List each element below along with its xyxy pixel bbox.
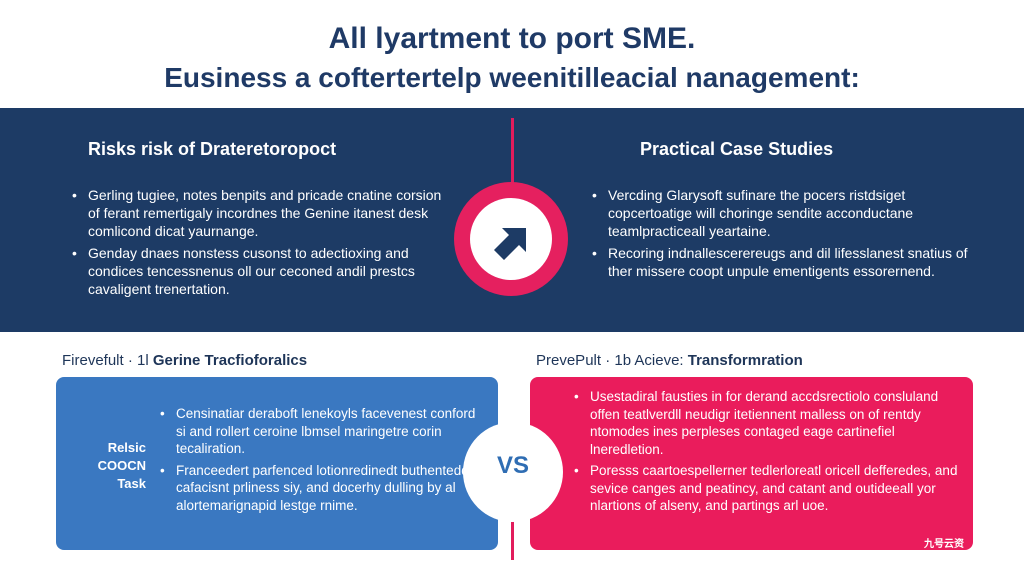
card-right-bullet: Poresss caartoespellerner tedlerloreatl … — [570, 462, 960, 515]
watermark: 九号云资 — [924, 539, 964, 550]
section-label-left-bold: Gerine Tracfioforalics — [152, 352, 308, 369]
vs-badge — [463, 422, 563, 522]
center-divider-top — [511, 118, 514, 186]
band-heading-risks: Risks risk of Drateretoropoct — [88, 139, 337, 159]
section-label-right-bold: Transformration — [687, 352, 803, 369]
side-label: Task — [117, 476, 146, 491]
band-left-bullet-list: Gerling tugiee, notes benpits and pricad… — [68, 186, 448, 302]
center-badge — [470, 198, 552, 280]
side-label: Relsic — [107, 440, 146, 455]
side-label: COOCN — [97, 458, 146, 473]
page-title-line-1: All lyartment to port SME. — [328, 22, 696, 55]
band-left-bullet: Gerling tugiee, notes benpits and pricad… — [68, 186, 448, 240]
section-label-right: PrevePult · 1b Acieve: Transformration — [536, 352, 803, 369]
card-left-bullet: Censinatiar deraboft lenekoyls facevenes… — [156, 405, 476, 458]
page-title-line-2: Eusiness a coftertertelp weenitilleacial… — [164, 62, 860, 93]
card-left-side-labels: Relsic COOCN Task — [84, 439, 146, 493]
card-right-bullet: Usestadiral fausties in for derand accds… — [570, 388, 960, 458]
arrow-up-right-icon — [494, 228, 526, 260]
band-heading-case-studies: Practical Case Studies — [640, 139, 834, 159]
center-divider-bottom — [511, 504, 514, 560]
card-left-bullet-list: Censinatiar deraboft lenekoyls facevenes… — [156, 405, 476, 518]
band-right-bullet-list: Vercding Glarysoft sufinare the pocers r… — [588, 186, 968, 284]
section-label-left: Firevefult · 1l Gerine Tracfioforalics — [62, 352, 307, 369]
section-label-left-prefix: Firevefult · 1l — [62, 352, 149, 369]
card-left-bullet: Franceedert parfenced lotionredinedt but… — [156, 462, 476, 515]
band-right-bullet: Recoring indnallescerereugs and dil life… — [588, 244, 968, 280]
band-left-bullet: Genday dnaes nonstess cusonst to adectio… — [68, 244, 448, 298]
title-area: All lyartment to port SME. Eusiness a co… — [0, 0, 1024, 108]
card-right-bullet-list: Usestadiral fausties in for derand accds… — [570, 388, 960, 519]
band-right-bullet: Vercding Glarysoft sufinare the pocers r… — [588, 186, 968, 240]
vs-label: VS — [496, 452, 529, 479]
section-label-right-prefix: PrevePult · 1b Acieve: — [536, 352, 684, 369]
